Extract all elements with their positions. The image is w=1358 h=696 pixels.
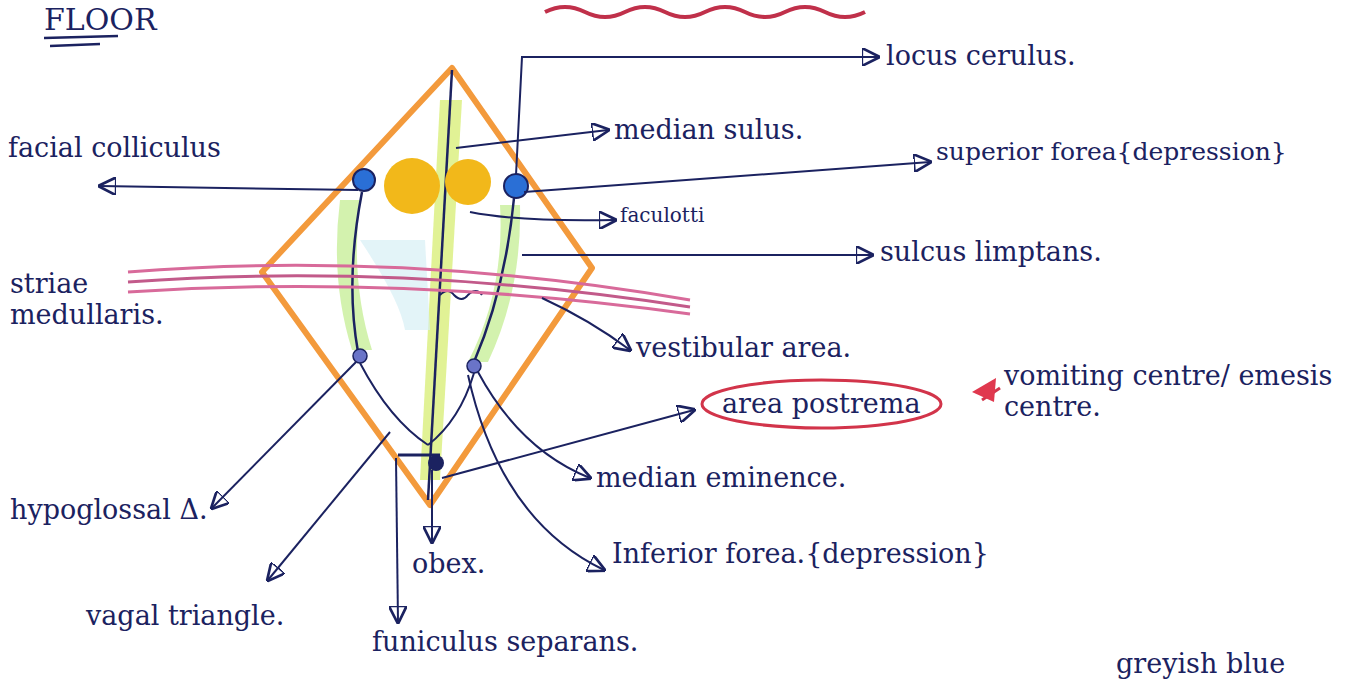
part-label: vomiting centre/ emesis centre. (1004, 360, 1334, 422)
part-label: greyish blue (1116, 648, 1285, 679)
part-label: Inferior forea.{depression} (612, 538, 989, 569)
part-label: obex. (412, 548, 485, 579)
part-label: striae medullaris. (10, 268, 200, 330)
part-label: median eminence. (596, 462, 846, 493)
part-label: locus cerulus. (886, 40, 1076, 71)
part-label: superior forea{depression} (936, 138, 1287, 167)
part-label: median sulus. (614, 114, 803, 145)
part-label: facial colliculus (8, 132, 221, 163)
title: FLOOR (44, 2, 157, 37)
part-label: hypoglossal Δ. (10, 494, 207, 525)
circled-term: area postrema (700, 378, 943, 430)
part-label: sulcus limptans. (880, 236, 1102, 267)
part-label: funiculus separans. (372, 626, 638, 657)
part-label: faculotti (620, 204, 704, 227)
term-text: area postrema (722, 388, 943, 419)
part-label: vagal triangle. (86, 600, 284, 631)
part-label: vestibular area. (636, 332, 851, 363)
